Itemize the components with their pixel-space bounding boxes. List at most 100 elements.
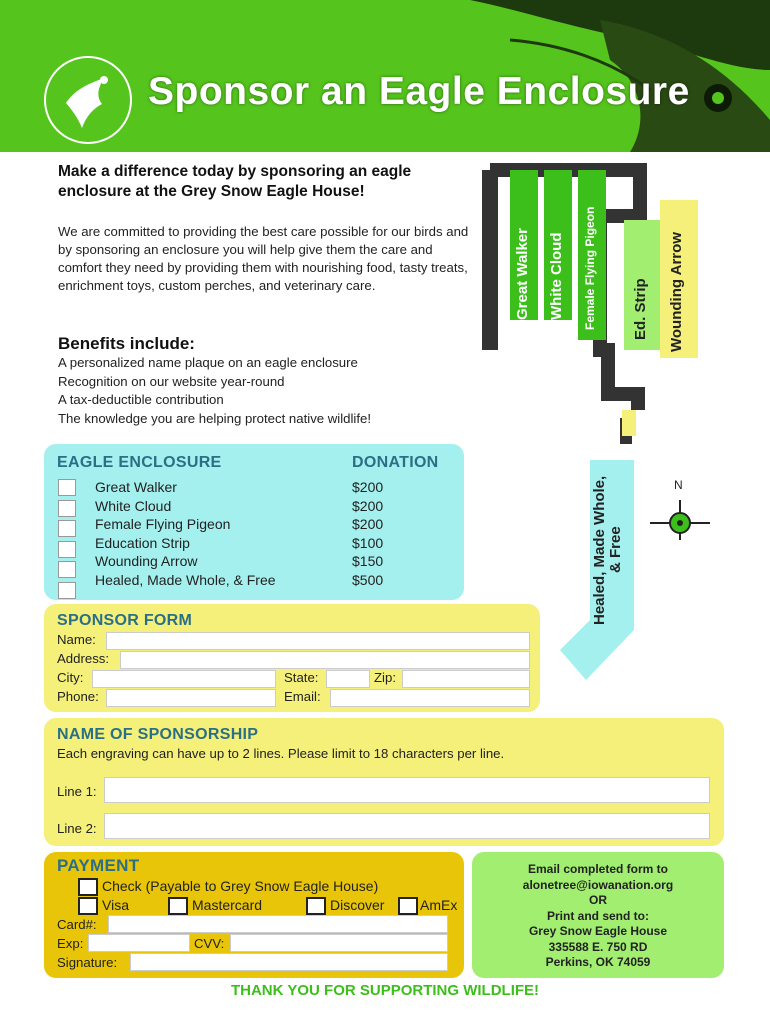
checkbox-wounding-arrow[interactable] bbox=[58, 561, 76, 578]
payment-title: PAYMENT bbox=[57, 856, 140, 875]
state-field[interactable] bbox=[326, 670, 370, 688]
discover-label: Discover bbox=[330, 897, 385, 913]
card-label: Card#: bbox=[57, 917, 97, 932]
eagle-head-illustration bbox=[470, 0, 770, 152]
email-label: Email: bbox=[284, 689, 321, 704]
line2-field[interactable] bbox=[104, 813, 710, 839]
contact-line: Grey Snow Eagle House bbox=[528, 924, 668, 938]
sponsorship-title: NAME OF SPONSORSHIP bbox=[57, 726, 259, 743]
header-banner: Sponsor an Eagle Enclosure bbox=[0, 0, 770, 152]
city-label: City: bbox=[57, 670, 84, 685]
exp-field[interactable] bbox=[88, 934, 190, 952]
enclosure-name: White Cloud bbox=[95, 497, 172, 514]
checkbox-education-strip[interactable] bbox=[58, 540, 76, 558]
address-field[interactable] bbox=[120, 651, 530, 669]
enclosure-prices: $200 $200 $200 $100 $150 $500 bbox=[352, 478, 383, 589]
enclosure-checkboxes bbox=[58, 479, 76, 599]
enclosure-names: Great Walker White Cloud Female Flying P… bbox=[95, 478, 276, 589]
donation-amount: $150 bbox=[352, 553, 384, 569]
address-label: Address: bbox=[57, 651, 110, 666]
discover-checkbox[interactable] bbox=[306, 897, 326, 915]
checkbox-great-walker[interactable] bbox=[58, 479, 76, 496]
benefit-item: A personalized name plaque on an eagle e… bbox=[58, 355, 358, 370]
name-label: Name: bbox=[57, 632, 96, 647]
contact-text: Email completed form to alonetree@iowana… bbox=[472, 862, 724, 971]
donation-amount: $200 bbox=[352, 516, 384, 532]
checkbox-healed[interactable] bbox=[58, 581, 76, 599]
enclosure-table: EAGLE ENCLOSURE DONATION Great Walker Wh… bbox=[44, 444, 464, 600]
page-title: Sponsor an Eagle Enclosure bbox=[148, 70, 690, 113]
enclosure-name: Great Walker bbox=[95, 479, 177, 495]
phone-label: Phone: bbox=[57, 689, 99, 704]
enclosure-name: Education Strip bbox=[95, 534, 190, 551]
donation-amount: $500 bbox=[352, 571, 384, 588]
map-wounding-arrow bbox=[660, 200, 698, 358]
visa-checkbox[interactable] bbox=[78, 897, 98, 915]
donation-amount: $100 bbox=[352, 534, 384, 551]
zip-label: Zip: bbox=[374, 670, 396, 685]
map-healed-path bbox=[560, 460, 634, 680]
map-great-walker bbox=[510, 170, 538, 320]
contact-box: Email completed form to alonetree@iowana… bbox=[472, 852, 724, 978]
exp-label: Exp: bbox=[57, 936, 84, 951]
signature-label: Signature: bbox=[57, 955, 118, 970]
checkbox-female-flying-pigeon[interactable] bbox=[58, 520, 76, 537]
city-field[interactable] bbox=[92, 670, 276, 688]
signature-field[interactable] bbox=[130, 953, 448, 971]
north-label: N bbox=[674, 478, 683, 492]
map-label-great-walker: Great Walker bbox=[514, 228, 531, 320]
sponsorship-note: Each engraving can have up to 2 lines. P… bbox=[57, 746, 505, 761]
map-label-ed-strip: Ed. Strip bbox=[632, 278, 649, 340]
line1-field[interactable] bbox=[104, 777, 710, 803]
checkbox-white-cloud[interactable] bbox=[58, 499, 76, 517]
state-label: State: bbox=[284, 670, 319, 685]
enclosure-name: Healed, Made Whole, & Free bbox=[95, 571, 276, 588]
eagle-logo-icon bbox=[66, 76, 108, 128]
logo-emblem bbox=[44, 56, 132, 144]
payment-section: PAYMENT Check (Payable to Grey Snow Eagl… bbox=[44, 852, 464, 978]
contact-line: Perkins, OK 74059 bbox=[545, 955, 651, 969]
name-field[interactable] bbox=[106, 632, 530, 650]
benefits-list: A personalized name plaque on an eagle e… bbox=[58, 354, 371, 428]
phone-field[interactable] bbox=[106, 689, 276, 707]
donation-amount: $200 bbox=[352, 479, 384, 495]
card-number-field[interactable] bbox=[108, 915, 448, 933]
check-label: Check (Payable to Grey Snow Eagle House) bbox=[102, 878, 379, 894]
enclosure-map: Great Walker White Cloud Female Flying P… bbox=[480, 160, 770, 680]
cvv-label: CVV: bbox=[194, 936, 225, 951]
intro-heading: Make a difference today by sponsoring an… bbox=[58, 163, 412, 200]
contact-email[interactable]: alonetree@iowanation.org bbox=[522, 877, 674, 892]
visa-label: Visa bbox=[102, 897, 129, 913]
map-label-healed: Healed, Made Whole,& Free bbox=[591, 475, 624, 625]
sponsor-form-title: SPONSOR FORM bbox=[57, 612, 193, 629]
contact-line: 335588 E. 750 RD bbox=[548, 939, 648, 954]
mastercard-checkbox[interactable] bbox=[168, 897, 188, 915]
email-field[interactable] bbox=[330, 689, 530, 707]
benefits-heading: Benefits include: bbox=[58, 334, 195, 353]
sponsorship-section: NAME OF SPONSORSHIP Each engraving can h… bbox=[44, 718, 724, 846]
enclosure-column-header: EAGLE ENCLOSURE bbox=[57, 454, 222, 471]
benefit-item: Recognition on our website year-round bbox=[58, 373, 285, 389]
contact-line: Print and send to: bbox=[547, 908, 649, 923]
map-ed-strip bbox=[624, 220, 660, 350]
intro-body: We are committed to providing the best c… bbox=[58, 224, 469, 293]
contact-line: Email completed form to bbox=[527, 862, 669, 876]
benefit-item: The knowledge you are helping protect na… bbox=[58, 410, 372, 426]
cvv-field[interactable] bbox=[230, 934, 448, 952]
zip-field[interactable] bbox=[402, 670, 530, 688]
mastercard-label: Mastercard bbox=[192, 897, 263, 913]
map-paths bbox=[482, 163, 647, 444]
compass-icon bbox=[650, 500, 710, 540]
enclosure-name: Female Flying Pigeon bbox=[95, 516, 231, 532]
line1-label: Line 1: bbox=[57, 784, 97, 799]
amex-label: AmEx bbox=[420, 897, 458, 913]
amex-checkbox[interactable] bbox=[398, 897, 418, 915]
donation-amount: $200 bbox=[352, 497, 384, 514]
map-label-female-flying-pigeon: Female Flying Pigeon bbox=[583, 206, 597, 330]
check-checkbox[interactable] bbox=[78, 878, 98, 896]
map-label-wounding-arrow: Wounding Arrow bbox=[668, 232, 685, 352]
contact-line: OR bbox=[589, 893, 607, 907]
map-label-white-cloud: White Cloud bbox=[548, 232, 565, 320]
benefit-item: A tax-deductible contribution bbox=[58, 392, 224, 407]
map-female-flying-pigeon bbox=[578, 170, 606, 340]
